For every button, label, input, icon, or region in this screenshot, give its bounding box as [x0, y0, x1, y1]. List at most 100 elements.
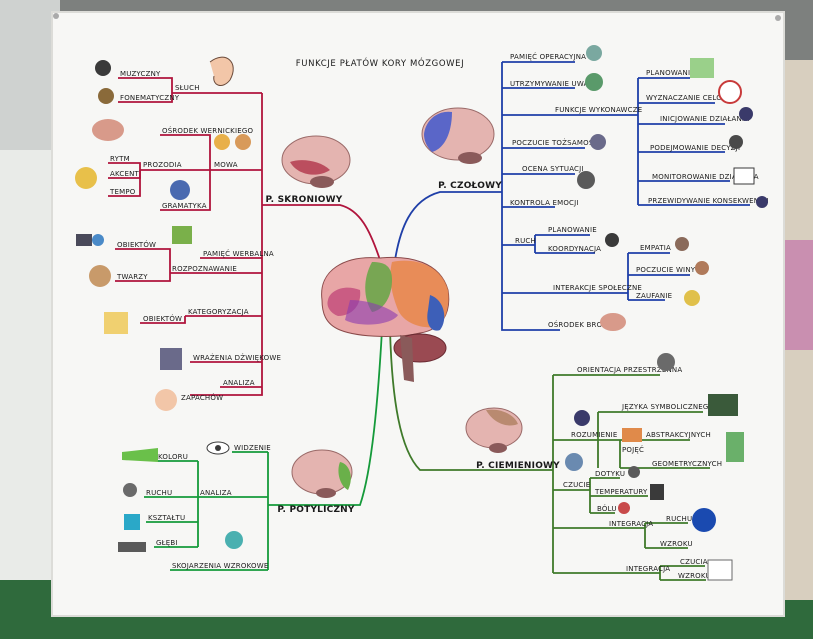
label-abstrakcyjnych: ABSTRAKCYJNYCH [646, 431, 711, 439]
geometry-icon [726, 432, 744, 462]
label-pamiec-werbalna: PAMIĘĆ WERBALNA [203, 249, 274, 258]
shape-cube-icon [124, 514, 140, 530]
label-prozodia: PROZODIA [143, 161, 182, 169]
label-pamiec-operacyjna: PAMIĘĆ OPERACYJNA [510, 52, 586, 61]
memory-book-icon [172, 226, 192, 244]
label-analiza-occipital: ANALIZA [200, 489, 232, 497]
label-skojarzenia-wzrokowe: SKOJARZENIA WZROKOWE [172, 562, 268, 570]
label-ruch: RUCH [515, 237, 536, 245]
label-analiza-temporal: ANALIZA [223, 379, 255, 387]
label-integracja-2: INTEGRACJA [626, 565, 670, 573]
categorization-icon [104, 312, 128, 334]
identity-icon [590, 134, 606, 150]
thermometer-icon [650, 484, 664, 500]
association-icon [225, 531, 243, 549]
guilt-icon [695, 261, 709, 275]
label-gramatyka: GRAMATYKA [162, 202, 207, 210]
label-rozumienie: ROZUMIENIE [571, 431, 618, 439]
label-poczucie-tozsamosci: POCZUCIE TOŻSAMOŚCI [512, 138, 601, 147]
musician-icon [95, 60, 111, 76]
planning-icon [690, 58, 714, 78]
label-twarzy: TWARZY [116, 273, 148, 281]
pain-icon [618, 502, 630, 514]
label-ruchu-parietal: RUCHU [666, 515, 692, 523]
label-ruchu-occipital: RUCHU [146, 489, 172, 497]
board-magnet-icon [53, 13, 59, 19]
label-temperatury: TEMPERATURY [594, 488, 648, 496]
label-akcent: AKCENT [110, 170, 140, 178]
label-glebi: GŁĘBI [156, 539, 178, 547]
talking-people-icon [214, 134, 230, 150]
pupil-icon [215, 445, 221, 451]
label-fonematyczny: FONEMATYCZNY [120, 94, 180, 102]
broca-brain-icon [600, 313, 626, 331]
motion-person-icon [123, 483, 137, 497]
label-koordynacja: KOORDYNACJA [548, 245, 601, 253]
prediction-icon [756, 196, 768, 208]
label-wyznaczanie-celow: WYZNACZANIE CELÓW [646, 93, 729, 102]
understanding-icon [574, 410, 590, 426]
label-czucie: CZUCIE [563, 481, 590, 489]
label-ruch-planowanie: PLANOWANIE [548, 226, 597, 234]
label-planowanie: PLANOWANIE [646, 69, 695, 77]
symbol-board-icon [708, 394, 738, 416]
parietal-lobe-label: P. CIEMIENIOWY [476, 461, 560, 471]
memory-robot-icon [586, 45, 602, 61]
label-podejmowanie-decyzji: PODEJMOWANIE DECYZJI [650, 144, 740, 152]
football-player-icon [605, 233, 619, 247]
label-zapachow: ZAPACHÓW [181, 393, 223, 402]
label-mowa: MOWA [214, 161, 238, 169]
label-ocena-sytuacji: OCENA SYTUACJI [522, 165, 584, 173]
touch-icon [565, 453, 583, 471]
runner-icon [739, 107, 753, 121]
label-tempo: TEMPO [109, 188, 136, 196]
label-obiektow-1: OBIEKTÓW [117, 240, 156, 249]
attention-icon [585, 73, 603, 91]
temporal-lobe-label: P. SKRONIOWY [266, 195, 343, 205]
reading-person-icon [170, 180, 190, 200]
empathy-icon [675, 237, 689, 251]
label-osrodek-wernickiego: OŚRODEK WERNICKIEGO [162, 126, 253, 135]
label-geometrycznych: GEOMETRYCZNYCH [652, 460, 722, 468]
piano-icon [160, 348, 182, 370]
monitoring-chart-icon [734, 168, 754, 184]
label-poczucie-winy: POCZUCIE WINY [636, 266, 696, 274]
label-widzenie: WIDZENIE [234, 444, 271, 452]
label-interakcje-spoleczne: INTERAKCJE SPOŁECZNE [553, 284, 642, 292]
trust-icon [684, 290, 700, 306]
running-person-icon [692, 508, 716, 532]
poster-title: FUNKCJE PŁATÓW KORY MÓZGOWEJ [296, 57, 464, 69]
writing-hand-icon [708, 560, 732, 580]
drummer-icon [75, 167, 97, 189]
decision-person-icon [729, 135, 743, 149]
label-muzyczny: MUZYCZNY [120, 70, 161, 78]
label-jezyka-symbolicznego: JĘZYKA SYMBOLICZNEGO [621, 403, 715, 411]
label-czucia: CZUCIA [680, 558, 708, 566]
hand-icon [628, 466, 640, 478]
frontal-lobe-label: P. CZOŁOWY [438, 181, 502, 191]
depth-icon [118, 542, 146, 552]
label-utrzymywanie-uwagi: UTRZYMYWANIE UWAGI [510, 80, 596, 88]
smelling-face-icon [155, 389, 177, 411]
label-integracja-1: INTEGRACJA [609, 520, 653, 528]
label-dotyku: DOTYKU [595, 470, 625, 478]
label-wrazenia-dzwiekowe: WRAŻENIA DŹWIĘKOWE [193, 353, 281, 362]
computer-icon [76, 234, 92, 246]
target-icon [719, 81, 741, 103]
brain-wernicke-icon [92, 119, 124, 141]
label-wzroku-1: WZROKU [660, 540, 693, 548]
orientation-icon [657, 353, 675, 371]
label-kontrola-emocji: KONTROLA EMOCJI [510, 199, 579, 207]
label-funkcje-wykonawcze: FUNKCJE WYKONAWCZE [555, 106, 642, 114]
books-icon [622, 428, 642, 442]
situation-icon [577, 171, 595, 189]
speaker-person-icon [98, 88, 114, 104]
label-koloru: KOLORU [158, 453, 188, 461]
pink-poster-edge [785, 240, 813, 350]
label-rytm: RYTM [110, 155, 130, 163]
label-wzroku-2: WZROKU [678, 572, 711, 580]
label-inicjowanie-dzialania: INICJOWANIE DZIAŁANIA [660, 115, 749, 123]
label-sluch: SŁUCH [175, 84, 200, 92]
